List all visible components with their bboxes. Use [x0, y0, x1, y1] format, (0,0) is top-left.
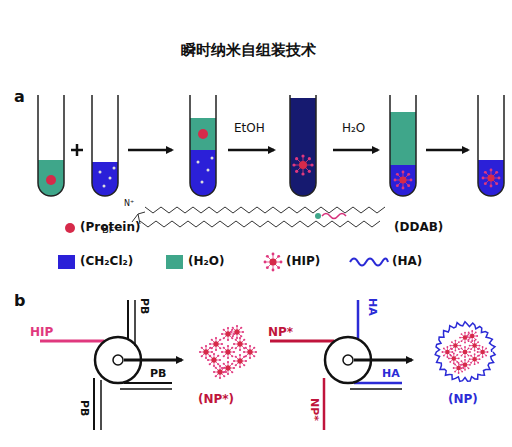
part-label: H₂O: [342, 122, 365, 135]
legend-swatch: [166, 255, 183, 269]
part-label: HA: [382, 368, 400, 380]
legend-text: (Protein): [80, 221, 140, 234]
part-label: (NP*): [198, 393, 234, 406]
figure-title: 瞬时纳米自组装技术: [0, 42, 496, 59]
test-tube: [290, 95, 316, 196]
test-tube: [38, 95, 64, 196]
test-tube: [190, 95, 216, 196]
legend-text: (DDAB): [394, 221, 443, 234]
part-label: PB: [150, 368, 166, 380]
part-label: EtOH: [234, 122, 265, 135]
legend-swatch: [58, 255, 75, 269]
part-label: PB: [78, 400, 90, 416]
legend-text: (HIP): [286, 255, 320, 268]
mixer-devices: [40, 300, 495, 430]
plus-sign: [71, 144, 83, 156]
part-label: NP*: [308, 398, 320, 421]
test-tube: [390, 95, 416, 196]
part-label: NP*: [268, 326, 293, 339]
nanoparticle-star: [199, 325, 257, 379]
part-label: HA: [366, 298, 378, 316]
ddab-molecule: [132, 207, 385, 227]
process-arrows: [128, 149, 468, 152]
legend-icons: [65, 207, 388, 271]
legend-text: (CH₂Cl₂): [80, 255, 133, 268]
test-tubes: [38, 95, 504, 196]
part-label: HIP: [30, 326, 53, 339]
part-label: PB: [138, 298, 150, 314]
legend-text: (H₂O): [188, 255, 224, 268]
panel-letter: b: [14, 292, 25, 310]
part-label: (NP): [448, 393, 478, 406]
test-tube: [478, 95, 504, 196]
part-label: N⁺: [124, 200, 134, 209]
test-tube: [92, 95, 118, 196]
nanoparticle-coated: [435, 322, 495, 382]
legend-text: (HA): [392, 255, 422, 268]
panel-letter: a: [14, 88, 25, 106]
ha-wave: [350, 259, 388, 266]
